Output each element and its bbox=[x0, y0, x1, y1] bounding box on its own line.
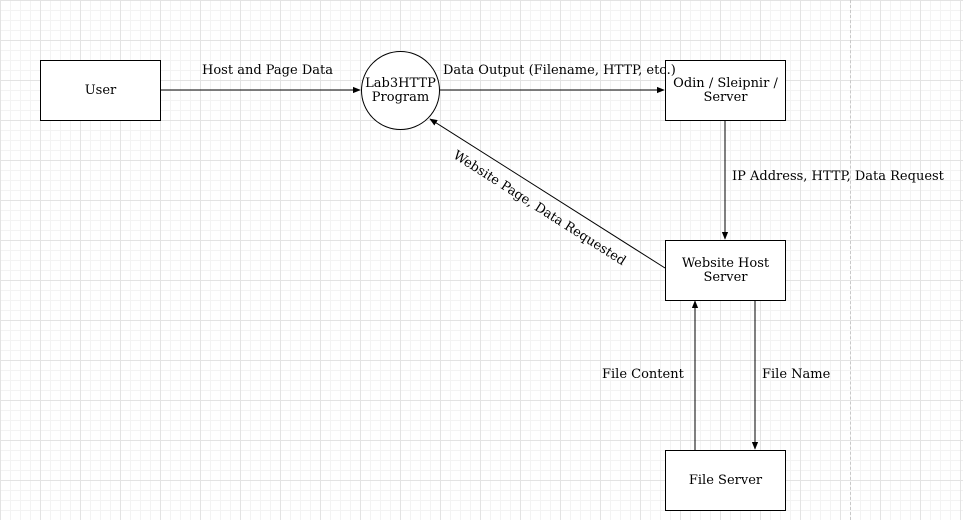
odin-sleipnir-server-node[interactable]: Odin / Sleipnir / Server bbox=[665, 60, 786, 121]
edge-label-host-page-data[interactable]: Host and Page Data bbox=[202, 63, 333, 78]
edge-label-file-name[interactable]: File Name bbox=[762, 367, 831, 382]
file-server-node[interactable]: File Server bbox=[665, 450, 786, 511]
lab3http-program-label: Lab3HTTP Program bbox=[365, 75, 436, 105]
edge-label-file-content[interactable]: File Content bbox=[602, 367, 684, 382]
user-node[interactable]: User bbox=[40, 60, 161, 121]
user-node-label: User bbox=[84, 82, 117, 98]
page-boundary bbox=[850, 0, 851, 520]
odin-sleipnir-server-label: Odin / Sleipnir / Server bbox=[673, 75, 778, 105]
edge-label-data-output[interactable]: Data Output (Filename, HTTP, etc.) bbox=[443, 63, 676, 78]
lab3http-program-node[interactable]: Lab3HTTP Program bbox=[361, 51, 440, 130]
edge-label-ip-request[interactable]: IP Address, HTTP, Data Request bbox=[732, 169, 944, 184]
file-server-label: File Server bbox=[688, 472, 763, 488]
website-host-server-label: Website Host Server bbox=[681, 255, 770, 285]
edge-website-host-to-program[interactable] bbox=[429, 118, 666, 269]
website-host-server-node[interactable]: Website Host Server bbox=[665, 240, 786, 301]
